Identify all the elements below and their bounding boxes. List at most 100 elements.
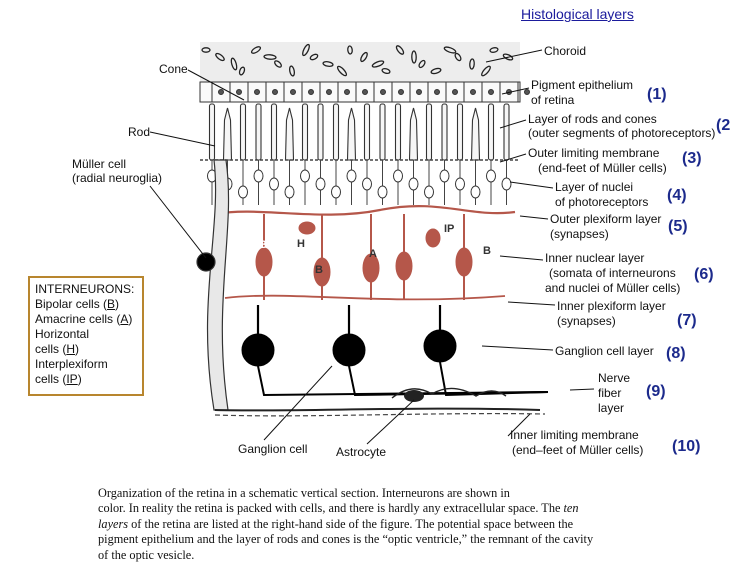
- layer-10-line2: (end–feet of Müller cells): [512, 443, 643, 457]
- cone-label: Cone: [159, 62, 188, 76]
- ganglion-cells: [242, 305, 548, 395]
- rod-outer-segment: [272, 104, 277, 160]
- photoreceptor-nucleus: [394, 170, 403, 182]
- photoreceptor-nucleus: [270, 178, 279, 190]
- rod-outer-segment: [318, 104, 323, 160]
- leader-line: [500, 256, 543, 260]
- photoreceptor-nucleus: [502, 178, 511, 190]
- photoreceptor-nucleus: [487, 170, 496, 182]
- leader-line: [150, 132, 215, 146]
- pigment-cell-nucleus: [327, 90, 332, 95]
- pigment-cell-nucleus: [255, 90, 260, 95]
- legend-bipolar: Bipolar cells (B): [35, 297, 137, 312]
- layer-1-line1: Pigment epithelium: [531, 78, 633, 92]
- photoreceptor-nucleus: [316, 178, 325, 190]
- rod-outer-segment: [365, 104, 370, 160]
- muller-cell-body: [208, 160, 229, 410]
- amacrine-letter: A: [369, 247, 377, 261]
- ganglion-cell-label: Ganglion cell: [238, 442, 307, 456]
- cone-outer-segment: [472, 108, 480, 160]
- leader-line: [510, 182, 553, 188]
- layer-7-line1: Inner plexiform layer: [557, 299, 666, 313]
- layer-5-number: (5): [668, 218, 688, 236]
- leader-line: [520, 216, 548, 219]
- pigment-cell-nucleus: [273, 90, 278, 95]
- layer-6-line1: Inner nuclear layer: [545, 251, 644, 265]
- layer-8-line1: Ganglion cell layer: [555, 344, 654, 358]
- layer-1-line2: of retina: [531, 93, 574, 107]
- photoreceptor-nucleus: [347, 170, 356, 182]
- rod-outer-segment: [334, 104, 339, 160]
- photoreceptor-nucleus: [285, 186, 294, 198]
- legend-interplexiform: cells (IP): [35, 372, 137, 387]
- photoreceptor-nucleus: [471, 186, 480, 198]
- pigment-cell-nucleus: [489, 90, 494, 95]
- legend-horizontal-line1: Horizontal: [35, 327, 137, 342]
- ganglion-axon: [440, 362, 548, 395]
- layer-9-line1: Nerve: [598, 371, 630, 385]
- leader-line: [570, 389, 594, 390]
- photoreceptor-nuclei: [208, 160, 512, 205]
- bipolar-letter-1: B: [259, 238, 267, 252]
- photoreceptor-nucleus: [332, 186, 341, 198]
- layer-5-line2: (synapses): [550, 227, 609, 241]
- pigment-cell-nucleus: [435, 90, 440, 95]
- pigment-cell-nucleus: [237, 90, 242, 95]
- ganglion-cell-soma: [333, 334, 365, 366]
- pigment-cell-nucleus: [417, 90, 422, 95]
- choroid-band: [200, 42, 520, 82]
- muller-cell-label: Müller cell: [72, 157, 126, 171]
- layer-7-line2: (synapses): [557, 314, 616, 328]
- ganglion-cell-soma: [424, 330, 456, 362]
- horizontal-cell-soma: [299, 222, 315, 234]
- photoreceptor-nucleus: [301, 170, 310, 182]
- layer-10-number: (10): [672, 438, 700, 456]
- legend-interplexiform-line1: Interplexiform: [35, 357, 137, 372]
- rod-outer-segment: [241, 104, 246, 160]
- layer-8-number: (8): [666, 345, 686, 363]
- rod-outer-segment: [489, 104, 494, 160]
- muller-cell-sublabel: (radial neuroglia): [72, 171, 162, 185]
- outer-plexiform-dendrites: [215, 206, 515, 215]
- layer-7-number: (7): [677, 312, 697, 330]
- rod-outer-segment: [380, 104, 385, 160]
- layer-4-line1: Layer of nuclei: [555, 180, 633, 194]
- photoreceptor-nucleus: [456, 178, 465, 190]
- interplexiform-letter: IP: [444, 222, 454, 236]
- interneurons: [215, 206, 515, 300]
- leader-line: [508, 302, 555, 305]
- pigment-cell-nucleus: [381, 90, 386, 95]
- interneurons-legend: INTERNEURONS: Bipolar cells (B) Amacrine…: [28, 276, 144, 396]
- figure-caption: Organization of the retina in a schemati…: [98, 486, 568, 563]
- bipolar-cell-soma: [256, 248, 272, 276]
- photoreceptor-nucleus: [254, 170, 263, 182]
- layer-3-line2: (end-feet of Müller cells): [538, 161, 667, 175]
- cone-outer-segment: [286, 108, 294, 160]
- photoreceptor-nucleus: [363, 178, 372, 190]
- layer-6-number: (6): [694, 266, 714, 284]
- legend-title: INTERNEURONS:: [35, 282, 137, 297]
- rod-outer-segment: [442, 104, 447, 160]
- layer-6-line3: and nuclei of Müller cells): [545, 281, 680, 295]
- layer-4-number: (4): [667, 187, 687, 205]
- layer-9-line3: layer: [598, 401, 624, 415]
- photoreceptor-nucleus: [239, 186, 248, 198]
- pigment-epithelium: [200, 82, 530, 102]
- rod-label: Rod: [128, 125, 150, 139]
- cone-outer-segment: [410, 108, 418, 160]
- bipolar-cell-soma: [456, 248, 472, 276]
- muller-cell: [197, 160, 229, 410]
- legend-amacrine: Amacrine cells (A): [35, 312, 137, 327]
- cone-outer-segment: [224, 108, 232, 160]
- rod-outer-segment: [210, 104, 215, 160]
- pigment-cell-nucleus: [525, 90, 530, 95]
- layer-4-line2: of photoreceptors: [555, 195, 648, 209]
- interplexiform-cell-soma: [426, 229, 440, 247]
- pigment-cell-nucleus: [345, 90, 350, 95]
- legend-horizontal: cells (H): [35, 342, 137, 357]
- astrocyte-label: Astrocyte: [336, 445, 386, 459]
- pigment-cell-nucleus: [219, 90, 224, 95]
- layer-3-line1: Outer limiting membrane: [528, 146, 659, 160]
- layer-1-number: (1): [647, 86, 667, 104]
